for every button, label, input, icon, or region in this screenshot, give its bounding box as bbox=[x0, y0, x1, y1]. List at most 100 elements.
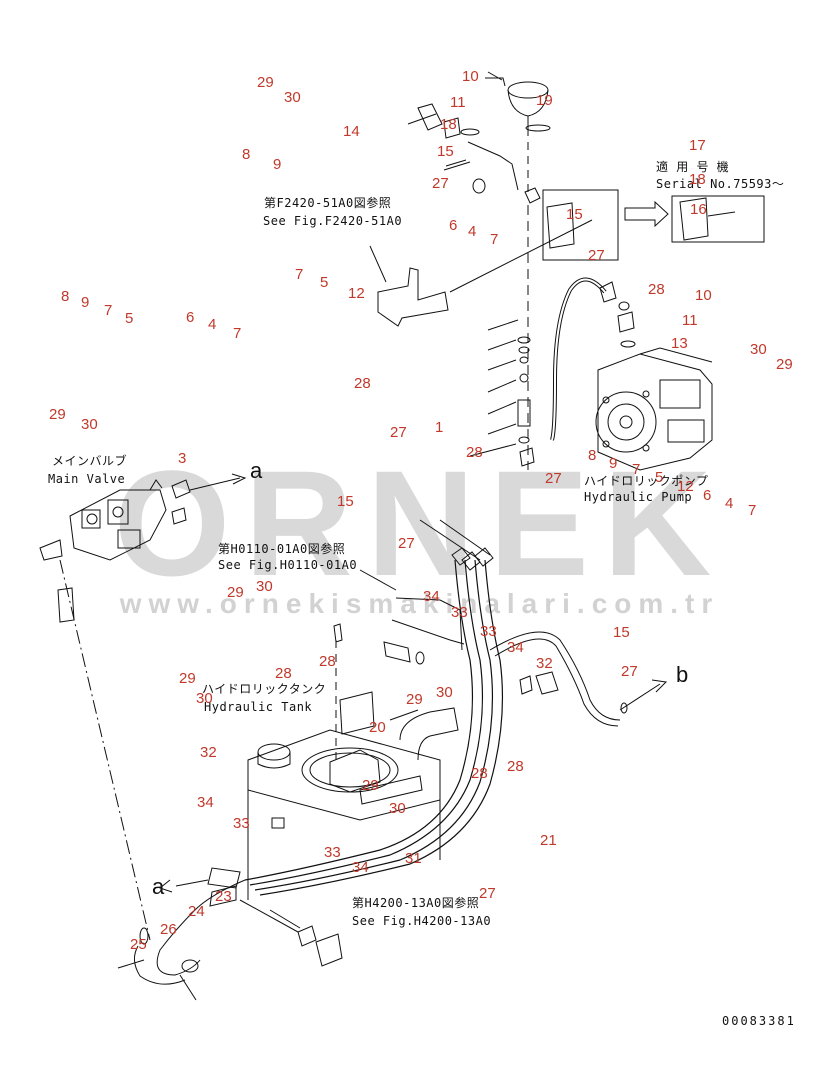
callout: 9 bbox=[609, 455, 618, 472]
ref-h0110-jp: 第H0110-01A0図参照 bbox=[218, 542, 346, 556]
callout: 13 bbox=[671, 335, 688, 352]
callout: 5 bbox=[125, 310, 134, 327]
callout: 14 bbox=[343, 123, 360, 140]
callout: 6 bbox=[703, 487, 712, 504]
callout: 33 bbox=[451, 604, 468, 621]
callout: 27 bbox=[432, 175, 449, 192]
callout: 25 bbox=[130, 936, 147, 953]
callout: 12 bbox=[348, 285, 365, 302]
callout: 27 bbox=[398, 535, 415, 552]
callout: 27 bbox=[621, 663, 638, 680]
callout: 33 bbox=[233, 815, 250, 832]
callout: 34 bbox=[197, 794, 214, 811]
connector-a-top: a bbox=[250, 458, 263, 483]
callout: 3 bbox=[178, 450, 187, 467]
callout: 29 bbox=[362, 777, 379, 794]
callout: 18 bbox=[689, 171, 706, 188]
callout: 29 bbox=[179, 670, 196, 687]
watermark-brand: ORNEK bbox=[113, 439, 726, 607]
callout: 19 bbox=[536, 92, 553, 109]
callout: 11 bbox=[450, 94, 466, 111]
callout: 8 bbox=[242, 146, 251, 163]
callout: 30 bbox=[196, 690, 213, 707]
pump-label-jp: ハイドロリックポンプ bbox=[584, 474, 709, 488]
ref-f2420-jp: 第F2420-51A0図参照 bbox=[264, 196, 392, 210]
ref-h4200-jp: 第H4200-13A0図参照 bbox=[352, 896, 480, 910]
callout: 27 bbox=[390, 424, 407, 441]
callout: 29 bbox=[406, 691, 423, 708]
hydraulic-tank-icon bbox=[247, 691, 459, 900]
callout: 26 bbox=[160, 921, 177, 938]
callout: 23 bbox=[215, 888, 232, 905]
callout: 24 bbox=[188, 903, 205, 920]
callout: 7 bbox=[748, 502, 757, 519]
callout: 9 bbox=[81, 294, 90, 311]
callout: 29 bbox=[257, 74, 274, 91]
callout: 27 bbox=[545, 470, 562, 487]
callout: 16 bbox=[690, 201, 707, 218]
callout: 30 bbox=[256, 578, 273, 595]
callout: 30 bbox=[389, 800, 406, 817]
hydraulic-pump-icon bbox=[595, 347, 713, 471]
callout: 30 bbox=[81, 416, 98, 433]
main-valve-label-en: Main Valve bbox=[48, 472, 126, 486]
callout: 17 bbox=[689, 137, 706, 154]
ref-h0110-en: See Fig.H0110-01A0 bbox=[218, 558, 358, 572]
callout: 30 bbox=[436, 684, 453, 701]
callout: 32 bbox=[200, 744, 217, 761]
callout: 34 bbox=[507, 639, 524, 656]
main-valve-icon bbox=[39, 479, 191, 561]
callout: 12 bbox=[677, 478, 694, 495]
callout: 9 bbox=[273, 156, 282, 173]
ref-f2420-en: See Fig.F2420-51A0 bbox=[263, 214, 403, 228]
callout: 33 bbox=[324, 844, 341, 861]
callout: 29 bbox=[49, 406, 66, 423]
callout: 10 bbox=[695, 287, 712, 304]
callout: 28 bbox=[507, 758, 524, 775]
tank-label-en: Hydraulic Tank bbox=[204, 700, 313, 714]
callout: 5 bbox=[320, 274, 329, 291]
callout: 34 bbox=[352, 859, 369, 876]
connector-a-bottom: a bbox=[152, 874, 165, 899]
callout: 28 bbox=[319, 653, 336, 670]
serial-label-en: Serial No.75593～ bbox=[656, 177, 785, 191]
callout: 33 bbox=[480, 623, 497, 640]
callout: 31 bbox=[405, 850, 422, 867]
ref-h4200-en: See Fig.H4200-13A0 bbox=[352, 914, 492, 928]
callout: 30 bbox=[750, 341, 767, 358]
callout: 7 bbox=[490, 231, 499, 248]
callout: 4 bbox=[208, 316, 217, 333]
document-number: 00083381 bbox=[722, 1014, 796, 1028]
callout: 20 bbox=[369, 719, 386, 736]
callout: 10 bbox=[462, 68, 479, 85]
callout: 27 bbox=[588, 247, 605, 264]
seal-stack bbox=[517, 336, 535, 467]
callout: 8 bbox=[588, 447, 597, 464]
callout: 7 bbox=[233, 325, 242, 342]
callout: 28 bbox=[471, 765, 488, 782]
callout: 28 bbox=[275, 665, 292, 682]
callout: 4 bbox=[468, 223, 477, 240]
callout: 18 bbox=[440, 116, 457, 133]
pump-label-en: Hydraulic Pump bbox=[584, 490, 693, 504]
watermark-url: www.ornekismakinalari.com.tr bbox=[119, 588, 720, 619]
callout: 15 bbox=[337, 493, 354, 510]
callout: 29 bbox=[227, 584, 244, 601]
callout: 7 bbox=[104, 302, 113, 319]
callout: 7 bbox=[295, 266, 304, 283]
tank-label-jp: ハイドロリックタンク bbox=[202, 682, 327, 696]
callout: 1 bbox=[435, 419, 444, 436]
callout: 28 bbox=[466, 444, 483, 461]
callout: 30 bbox=[284, 89, 301, 106]
breather-cap-icon bbox=[485, 71, 549, 128]
callout: 28 bbox=[354, 375, 371, 392]
callout: 15 bbox=[613, 624, 630, 641]
callout: 34 bbox=[423, 588, 440, 605]
callout: 29 bbox=[776, 356, 793, 373]
serial-label-jp: 適 用 号 機 bbox=[656, 160, 730, 174]
callout: 27 bbox=[479, 885, 496, 902]
callout: 15 bbox=[566, 206, 583, 223]
callout: 7 bbox=[632, 461, 641, 478]
